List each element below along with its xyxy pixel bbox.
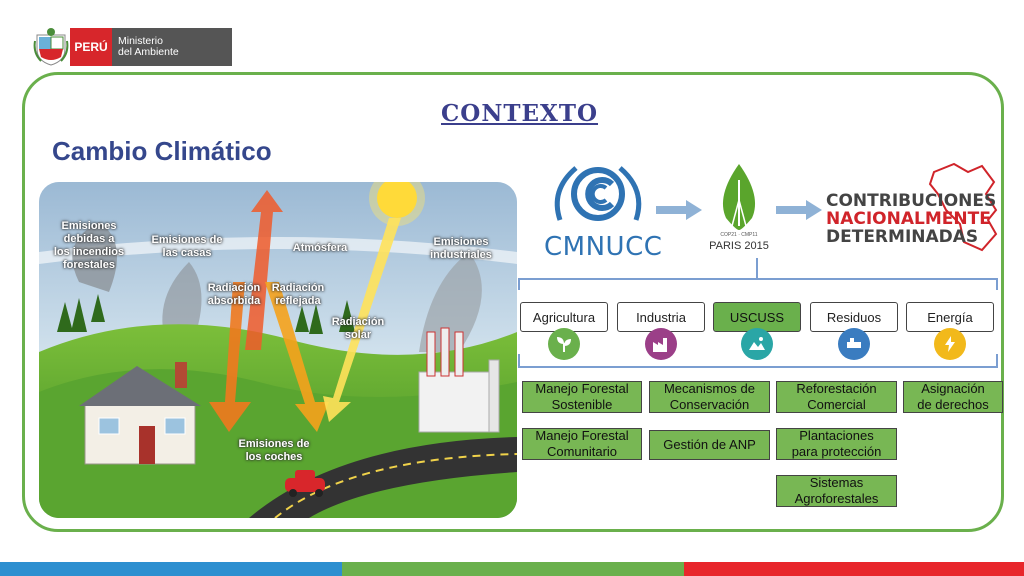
label-line: reflejada [275,295,321,307]
footer-stripe-blue [0,562,342,576]
label-line: Emisiones [433,236,489,248]
waste-icon [838,328,870,360]
measure-line: Reforestación [796,381,877,396]
sector-agricultura: Agricultura [520,302,608,332]
ndc-line-2: NACIONALMENTE [826,209,991,229]
ndc-line-3: DETERMINADAS [826,227,979,247]
label-industrial: Emisiones industriales [423,236,499,262]
sector-uscuss: USCUSS [713,302,801,332]
page-title: Cambio Climático [52,136,272,166]
measure-line: para protección [791,444,882,459]
ministry-name: Ministerio del Ambiente [112,28,232,66]
measure-line: Sostenible [551,397,613,412]
ndc-title: CONTRIBUCIONES NACIONALMENTE DETERMINADA… [826,192,1006,246]
measure-line: Asignación [921,381,985,396]
label-solar: Radiación solar [323,316,393,342]
ndc-line-1: CONTRIBUCIONES [826,191,997,211]
measure-line: Conservación [669,397,750,412]
lightning-icon [934,328,966,360]
label-reflected: Radiación reflejada [263,282,333,308]
peru-crest-icon [33,28,69,66]
footer-stripe-green [342,562,684,576]
label-line: Radiación [271,282,325,294]
measure-line: Mecanismos de [663,381,756,396]
label-line: debidas a [63,233,115,245]
label-line: Emisiones de [151,234,223,246]
footer-stripe-red [684,562,1024,576]
cmnucc-label: CMNUCC [544,232,663,262]
measure-line: Plantaciones [799,428,874,443]
sector-industria: Industria [617,302,705,332]
plant-icon [548,328,580,360]
label-forest-fires: Emisiones debidas a los incendios forest… [49,220,129,272]
label-line: Radiación [331,316,385,328]
section-heading: CONTEXTO [441,100,599,127]
paris-leaf-icon [722,164,756,230]
ministry-line-2: del Ambiente [118,46,179,58]
climate-illustration: Emisiones debidas a los incendios forest… [39,182,517,518]
factory-icon [645,328,677,360]
label-absorbed: Radiación absorbida [199,282,269,308]
label-line: forestales [63,259,115,271]
measure-line: Manejo Forestal [535,428,629,443]
paris-label: PARIS 2015 [709,240,769,252]
label-line: industriales [430,249,492,261]
un-laurel-icon [554,166,642,221]
label-line: los coches [245,451,303,463]
label-line: solar [344,329,372,341]
bracket-stem [756,258,758,278]
measure-line: Agroforestales [794,491,879,506]
bottom-bracket [518,354,998,368]
arrow-right-icon [776,200,822,220]
label-line: Radiación [207,282,261,294]
ministry-line-1: Ministerio [118,35,163,47]
measure-line: Comunitario [546,444,618,459]
label-houses: Emisiones de las casas [143,234,231,260]
label-line: las casas [162,247,212,259]
top-bracket [518,278,998,290]
measure-box: Gestión de ANP [649,430,770,460]
label-atmosphere: Atmósfera [292,242,348,254]
measure-line: Comercial [807,397,866,412]
arrow-right-icon [656,200,702,220]
measure-line: Sistemas [809,475,864,490]
label-cars: Emisiones de los coches [229,438,319,464]
label-line: los incendios [53,246,125,258]
peru-map-icon [928,162,998,252]
measure-line: Gestión de ANP [663,437,756,452]
label-line: Emisiones [61,220,117,232]
measure-line: de derechos [917,397,989,412]
country-label: PERÚ [70,28,112,66]
paris-small-label: COP21 · CMP11 [720,232,758,238]
label-line: Emisiones de [238,438,310,450]
measure-line: Manejo Forestal [535,381,629,396]
label-line: absorbida [207,295,261,307]
greenhouse-scene [39,182,517,518]
landscape-icon [741,328,773,360]
content-frame [22,72,1004,532]
